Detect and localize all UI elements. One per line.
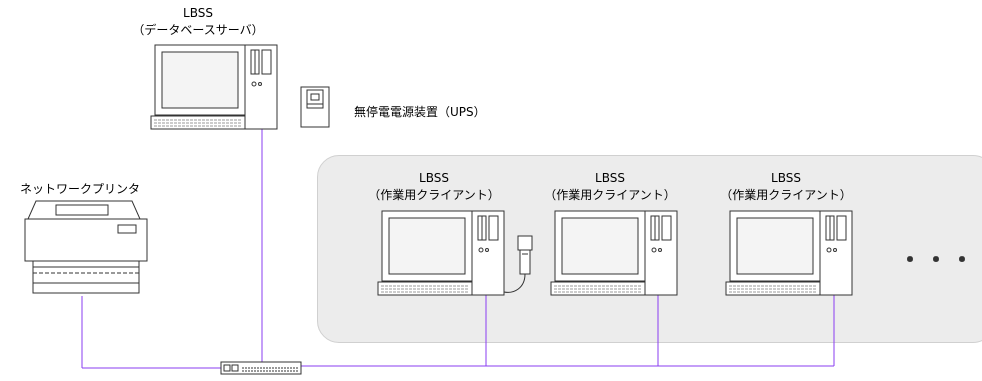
client-1-label: LBSS （作業用クライアント） (366, 170, 502, 204)
client-3-computer-icon (725, 210, 853, 296)
barcode-scanner-icon (503, 235, 533, 293)
client-2-label-line1: LBSS (595, 171, 625, 185)
server-label: LBSS （データベースサーバ） (130, 5, 266, 39)
server-label-line1: LBSS (183, 6, 213, 20)
client-2-computer-icon (550, 210, 678, 296)
client-1-computer-icon (377, 210, 505, 296)
ups-label: 無停電電源装置（UPS） (354, 105, 486, 119)
network-printer-icon (24, 200, 148, 294)
client-3-label-line1: LBSS (771, 171, 801, 185)
more-clients-indicator: ・・・ (898, 246, 976, 274)
server-computer-icon (150, 44, 278, 130)
printer-label: ネットワークプリンタ (20, 182, 141, 196)
client-2-label-line2: （作業用クライアント） (544, 188, 676, 202)
network-hub-icon (220, 361, 302, 375)
client-1-label-line1: LBSS (419, 171, 449, 185)
client-3-label: LBSS （作業用クライアント） (718, 170, 854, 204)
client-3-label-line2: （作業用クライアント） (720, 188, 852, 202)
ups-device-icon (300, 86, 330, 128)
client-2-label: LBSS （作業用クライアント） (542, 170, 678, 204)
client-1-label-line2: （作業用クライアント） (368, 188, 500, 202)
server-label-line2: （データベースサーバ） (132, 23, 264, 37)
